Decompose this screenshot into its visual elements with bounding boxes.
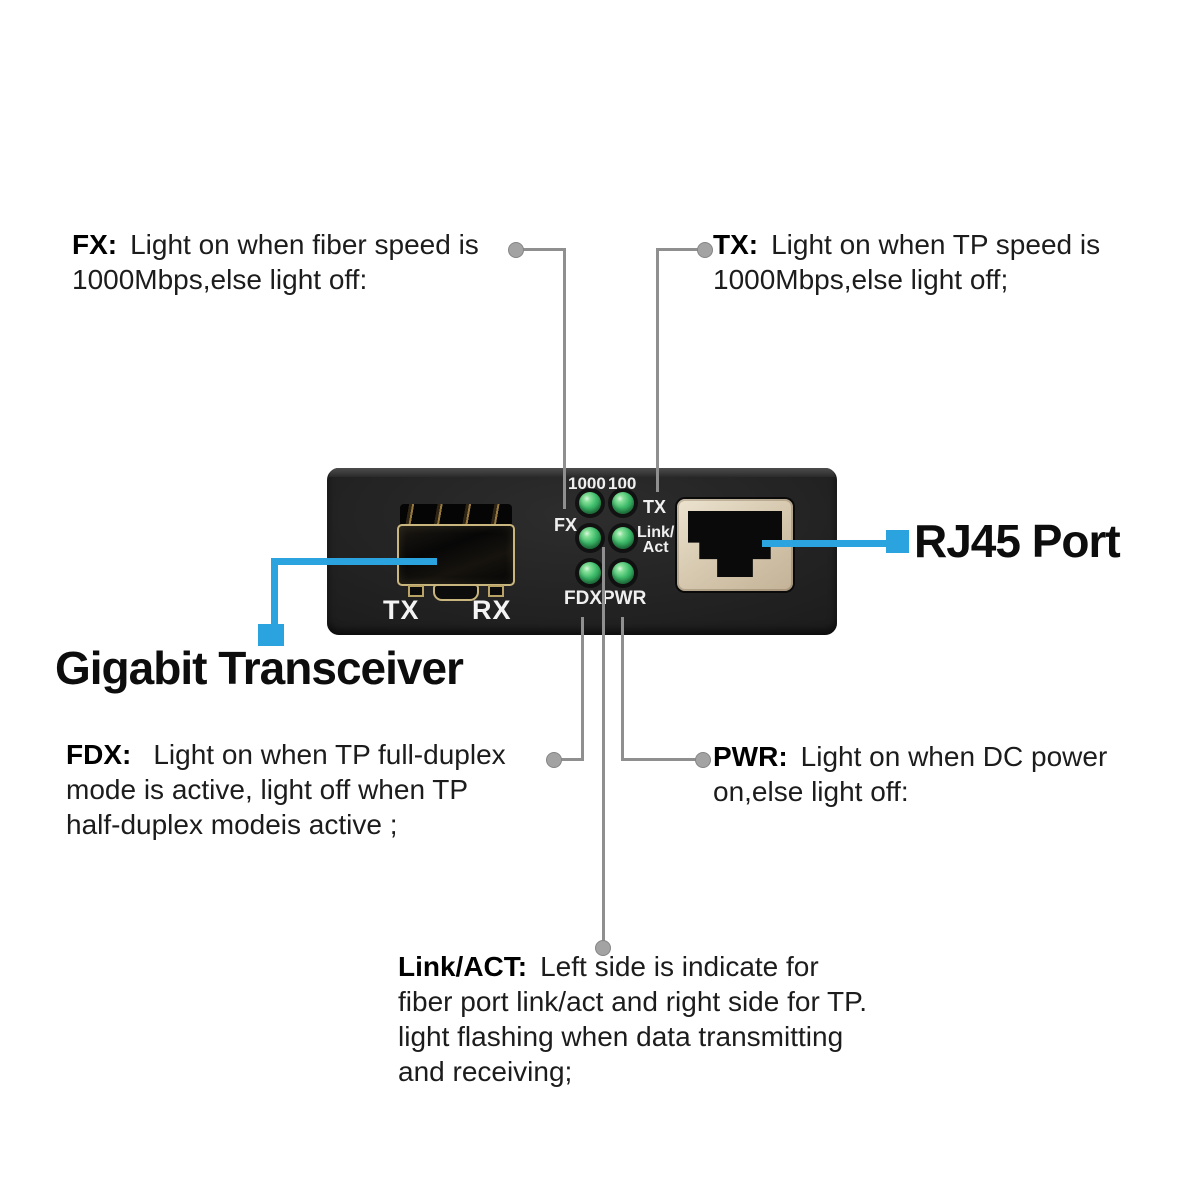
tx-note-text: Light on when TP speed is 1000Mbps,else … xyxy=(713,229,1101,295)
linkact-note: Link/ACT:Left side is indicate for fiber… xyxy=(398,949,968,1089)
sfp-pointer-line xyxy=(271,558,437,565)
fx-note: FX:Light on when fiber speed is 1000Mbps… xyxy=(72,227,592,297)
panel-1000-label: 1000 xyxy=(568,474,606,493)
fdx-callout-line-h xyxy=(560,758,584,761)
fx-callout-line-v xyxy=(563,248,566,509)
sfp-pointer-elbow xyxy=(271,558,278,626)
pwr-callout-line-v xyxy=(621,617,624,761)
pwr-callout-line-h xyxy=(622,758,698,761)
sfp-port xyxy=(396,504,516,601)
tx-callout-line-h xyxy=(657,248,701,251)
fx-note-label: FX: xyxy=(72,229,118,260)
sfp-rx-label: RX xyxy=(472,595,512,625)
sfp-opening xyxy=(397,524,515,586)
rj45-pointer-line xyxy=(762,540,888,547)
fdx-note: FDX:Light on when TP full-duplex mode is… xyxy=(66,737,611,842)
linkact-note-label: Link/ACT: xyxy=(398,951,528,982)
led-fx xyxy=(579,527,601,549)
fx-callout-dot xyxy=(508,242,524,258)
panel-linkact-label: Link/ Act xyxy=(637,524,675,556)
sfp-latch xyxy=(433,584,479,601)
led-1000 xyxy=(579,492,601,514)
rj45-port-label: RJ45 Port xyxy=(914,515,1121,567)
sfp-foot-left xyxy=(408,585,424,597)
led-pwr xyxy=(612,562,634,584)
panel-fx-label: FX xyxy=(554,515,578,535)
sfp-pointer-square xyxy=(258,624,284,646)
pwr-note: PWR:Light on when DC power on,else light… xyxy=(713,739,1183,809)
fdx-note-text: Light on when TP full-duplex mode is act… xyxy=(66,739,506,840)
linkact-callout-dot xyxy=(595,940,611,956)
fx-callout-line-h xyxy=(522,248,566,251)
fdx-callout-line-v xyxy=(581,617,584,761)
fdx-note-label: FDX: xyxy=(66,739,132,770)
sfp-tx-label: TX xyxy=(383,595,420,625)
panel-fdx-label: FDX xyxy=(564,588,602,609)
pwr-callout-dot xyxy=(695,752,711,768)
device-top-edge xyxy=(329,468,835,477)
panel-pwr-label: PWR xyxy=(602,588,647,609)
pwr-note-label: PWR: xyxy=(713,741,788,772)
fx-note-text: Light on when fiber speed is 1000Mbps,el… xyxy=(72,229,479,295)
led-fdx xyxy=(579,562,601,584)
panel-100-label: 100 xyxy=(608,474,637,493)
tx-note: TX:Light on when TP speed is 1000Mbps,el… xyxy=(713,227,1183,297)
sfp-foot-right xyxy=(488,585,504,597)
led-100 xyxy=(612,492,634,514)
rj45-pointer-square xyxy=(886,530,909,553)
fdx-callout-dot xyxy=(546,752,562,768)
linkact-note-text: Left side is indicate for fiber port lin… xyxy=(398,951,867,1087)
pwr-note-text: Light on when DC power on,else light off… xyxy=(713,741,1108,807)
tx-callout-dot xyxy=(697,242,713,258)
tx-note-label: TX: xyxy=(713,229,759,260)
panel-tx-label: TX xyxy=(643,497,667,517)
tx-callout-line-v xyxy=(656,248,659,492)
media-converter-device: TX RX 1000 100 FX TX Link/ Act FDX PWR xyxy=(327,468,837,635)
led-link-act xyxy=(612,527,634,549)
linkact-callout-line xyxy=(602,547,605,944)
gigabit-transceiver-label: Gigabit Transceiver xyxy=(55,642,464,694)
